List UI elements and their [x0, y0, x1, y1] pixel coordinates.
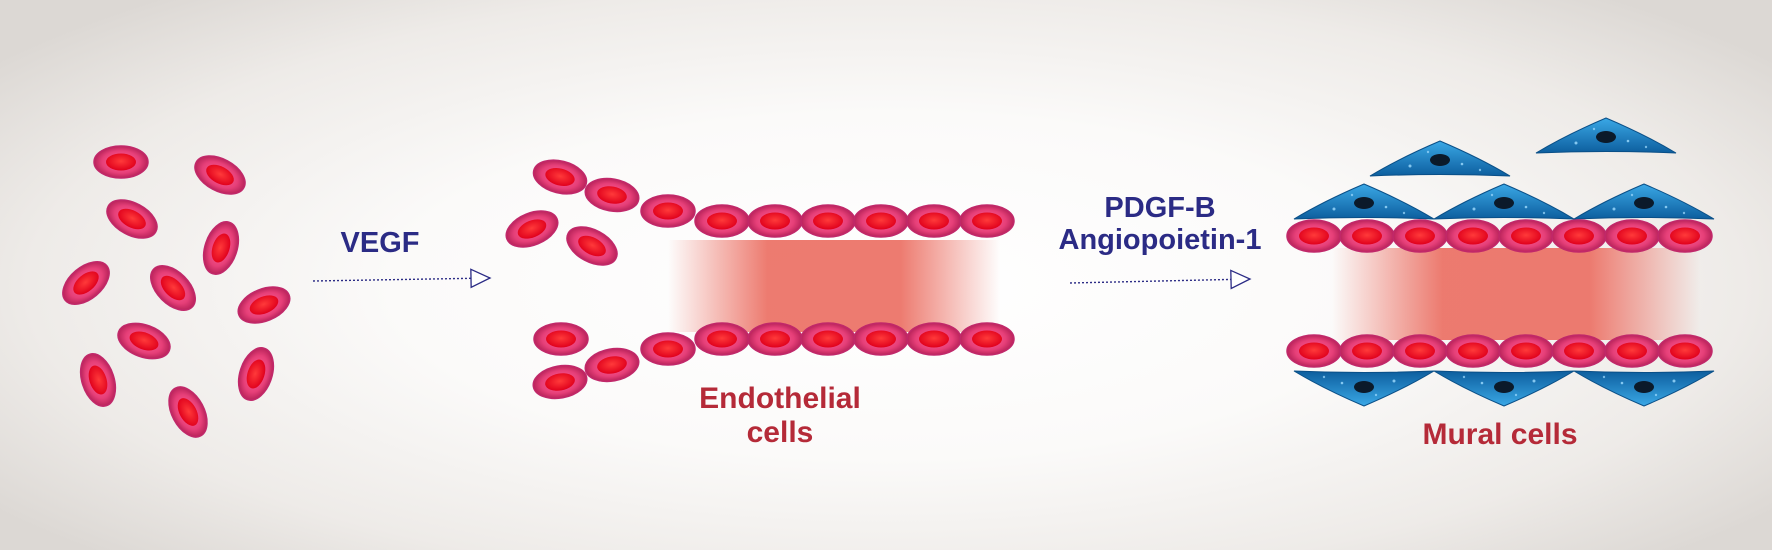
mural-cell	[1293, 183, 1435, 220]
endothelial-cell	[160, 379, 216, 445]
endothelial-cell	[1286, 334, 1342, 368]
endothelial-cell	[694, 322, 750, 356]
endothelial-cell	[112, 315, 176, 367]
endothelial-cell	[232, 279, 296, 331]
mural-cell	[1573, 183, 1715, 220]
endothelial-cell	[73, 348, 123, 412]
endothelial-cell	[529, 154, 591, 200]
mural-cell	[1433, 370, 1575, 407]
endothelial-cell	[187, 147, 253, 203]
endothelial-cell	[906, 322, 962, 356]
endothelial-cell	[1657, 334, 1713, 368]
endothelial-cell	[1392, 334, 1448, 368]
mural-cell-layer-top	[1293, 117, 1715, 220]
endothelial-cell	[559, 218, 625, 274]
mural-cell-layer-bottom	[1293, 370, 1715, 407]
endothelial-cell	[1392, 219, 1448, 253]
endothelial-cell	[640, 194, 696, 228]
mural-cell	[1433, 183, 1575, 220]
vegf-arrow	[312, 268, 492, 289]
endothelial-cell	[694, 204, 750, 238]
mural-cell	[1293, 370, 1435, 407]
pdgf-b-text: PDGF-B	[1104, 192, 1216, 224]
endothelial-cell	[196, 216, 246, 280]
endothelial-cell	[1604, 334, 1660, 368]
endothelial-cell	[581, 173, 643, 217]
pdgf-angiopoietin-arrow	[1069, 269, 1252, 290]
endothelial-cell	[533, 322, 589, 356]
endothelial-cell	[853, 322, 909, 356]
mural-cells-label: Mural cells	[1380, 418, 1620, 452]
endothelial-cell	[853, 204, 909, 238]
endothelial-cell	[1445, 334, 1501, 368]
endothelial-cell	[93, 145, 149, 179]
endothelial-cell	[1551, 334, 1607, 368]
endothelial-vessel-wall-top-right	[1286, 219, 1713, 253]
endothelial-cell	[99, 191, 165, 247]
endothelial-cell	[800, 322, 856, 356]
vessel-lumen-middle	[668, 240, 1000, 332]
endothelial-cell	[640, 332, 696, 366]
mural-cell	[1535, 117, 1677, 154]
endothelial-cell	[1339, 334, 1395, 368]
endothelial-text: Endothelial	[699, 382, 861, 415]
endothelial-cells-label: Endothelial cells	[680, 382, 880, 449]
cells-text: cells	[746, 415, 814, 449]
mural-text: Mural cells	[1422, 418, 1578, 451]
endothelial-cell	[959, 322, 1015, 356]
endothelial-cell	[1498, 219, 1554, 253]
endothelial-cell	[231, 342, 281, 406]
mural-cell	[1573, 370, 1715, 407]
endothelial-cell	[1657, 219, 1713, 253]
angiopoietin-text: Angiopoietin-1	[1058, 224, 1262, 257]
endothelial-cell	[141, 256, 205, 320]
vessel-lumen-right	[1332, 248, 1700, 340]
endothelial-cell	[1498, 334, 1554, 368]
endothelial-cell	[1551, 219, 1607, 253]
endothelial-cell	[747, 204, 803, 238]
vegf-label: VEGF	[330, 227, 430, 259]
scattered-endothelial-cells	[54, 145, 296, 445]
endothelial-cell	[1339, 219, 1395, 253]
endothelial-cell	[959, 204, 1015, 238]
endothelial-cell	[747, 322, 803, 356]
endothelial-cell	[1445, 219, 1501, 253]
endothelial-cell	[581, 343, 643, 387]
mural-cell	[1369, 140, 1511, 177]
endothelial-cell	[54, 252, 118, 314]
endothelial-cell	[1604, 219, 1660, 253]
growth-factors-label: PDGF-B Angiopoietin-1	[1045, 192, 1275, 257]
endothelial-cell	[800, 204, 856, 238]
endothelial-cell	[500, 203, 564, 255]
endothelial-cell	[529, 360, 591, 404]
vegf-text: VEGF	[340, 227, 420, 259]
endothelial-cell	[906, 204, 962, 238]
endothelial-cell	[1286, 219, 1342, 253]
